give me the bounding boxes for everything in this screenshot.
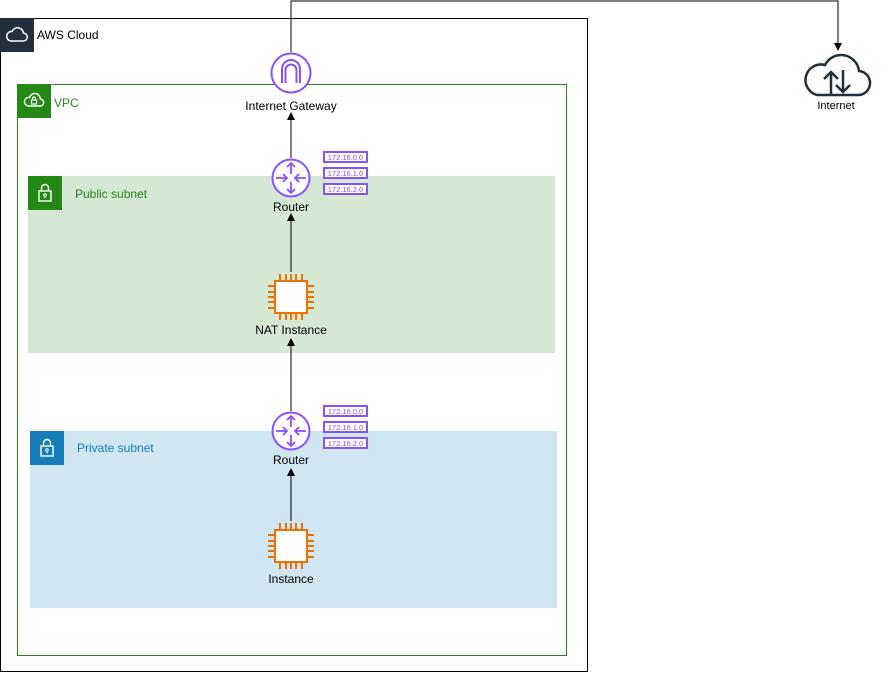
instance-label: Instance	[268, 572, 314, 586]
private-router-label: Router	[272, 453, 310, 467]
aws-cloud-title: AWS Cloud	[37, 28, 99, 42]
internet-cloud-icon[interactable]	[803, 50, 873, 100]
public-route-table-entry: 172.16.2.0	[323, 183, 368, 195]
nat-instance-icon[interactable]	[266, 272, 316, 322]
private-router-icon[interactable]	[271, 411, 311, 451]
private-subnet-group	[30, 431, 557, 608]
private-route-table-entry: 172.16.0.0	[323, 405, 368, 417]
public-router-label: Router	[272, 200, 310, 214]
aws-cloud-icon	[0, 18, 34, 52]
public-route-table-entry: 172.16.0.0	[323, 151, 368, 163]
private-subnet-title: Private subnet	[77, 441, 154, 455]
nat-instance-label: NAT Instance	[255, 323, 327, 337]
public-subnet-title: Public subnet	[75, 187, 148, 201]
internet-gateway-icon[interactable]	[270, 52, 312, 94]
private-route-table-entry: 172.16.1.0	[323, 421, 368, 433]
public-route-table-entry: 172.16.1.0	[323, 167, 368, 179]
aws-cloud-group	[0, 18, 588, 672]
private-subnet-lock-icon	[30, 431, 64, 465]
internet-gateway-label: Internet Gateway	[245, 99, 337, 113]
internet-label: Internet	[817, 100, 855, 112]
private-route-table-entry: 172.16.2.0	[323, 437, 368, 449]
vpc-title: VPC	[54, 96, 79, 110]
edge-igw-to-internet	[290, 0, 842, 52]
vpc-icon	[17, 84, 51, 118]
public-subnet-lock-icon	[28, 176, 62, 210]
public-router-icon[interactable]	[271, 158, 311, 198]
instance-icon[interactable]	[266, 521, 316, 571]
